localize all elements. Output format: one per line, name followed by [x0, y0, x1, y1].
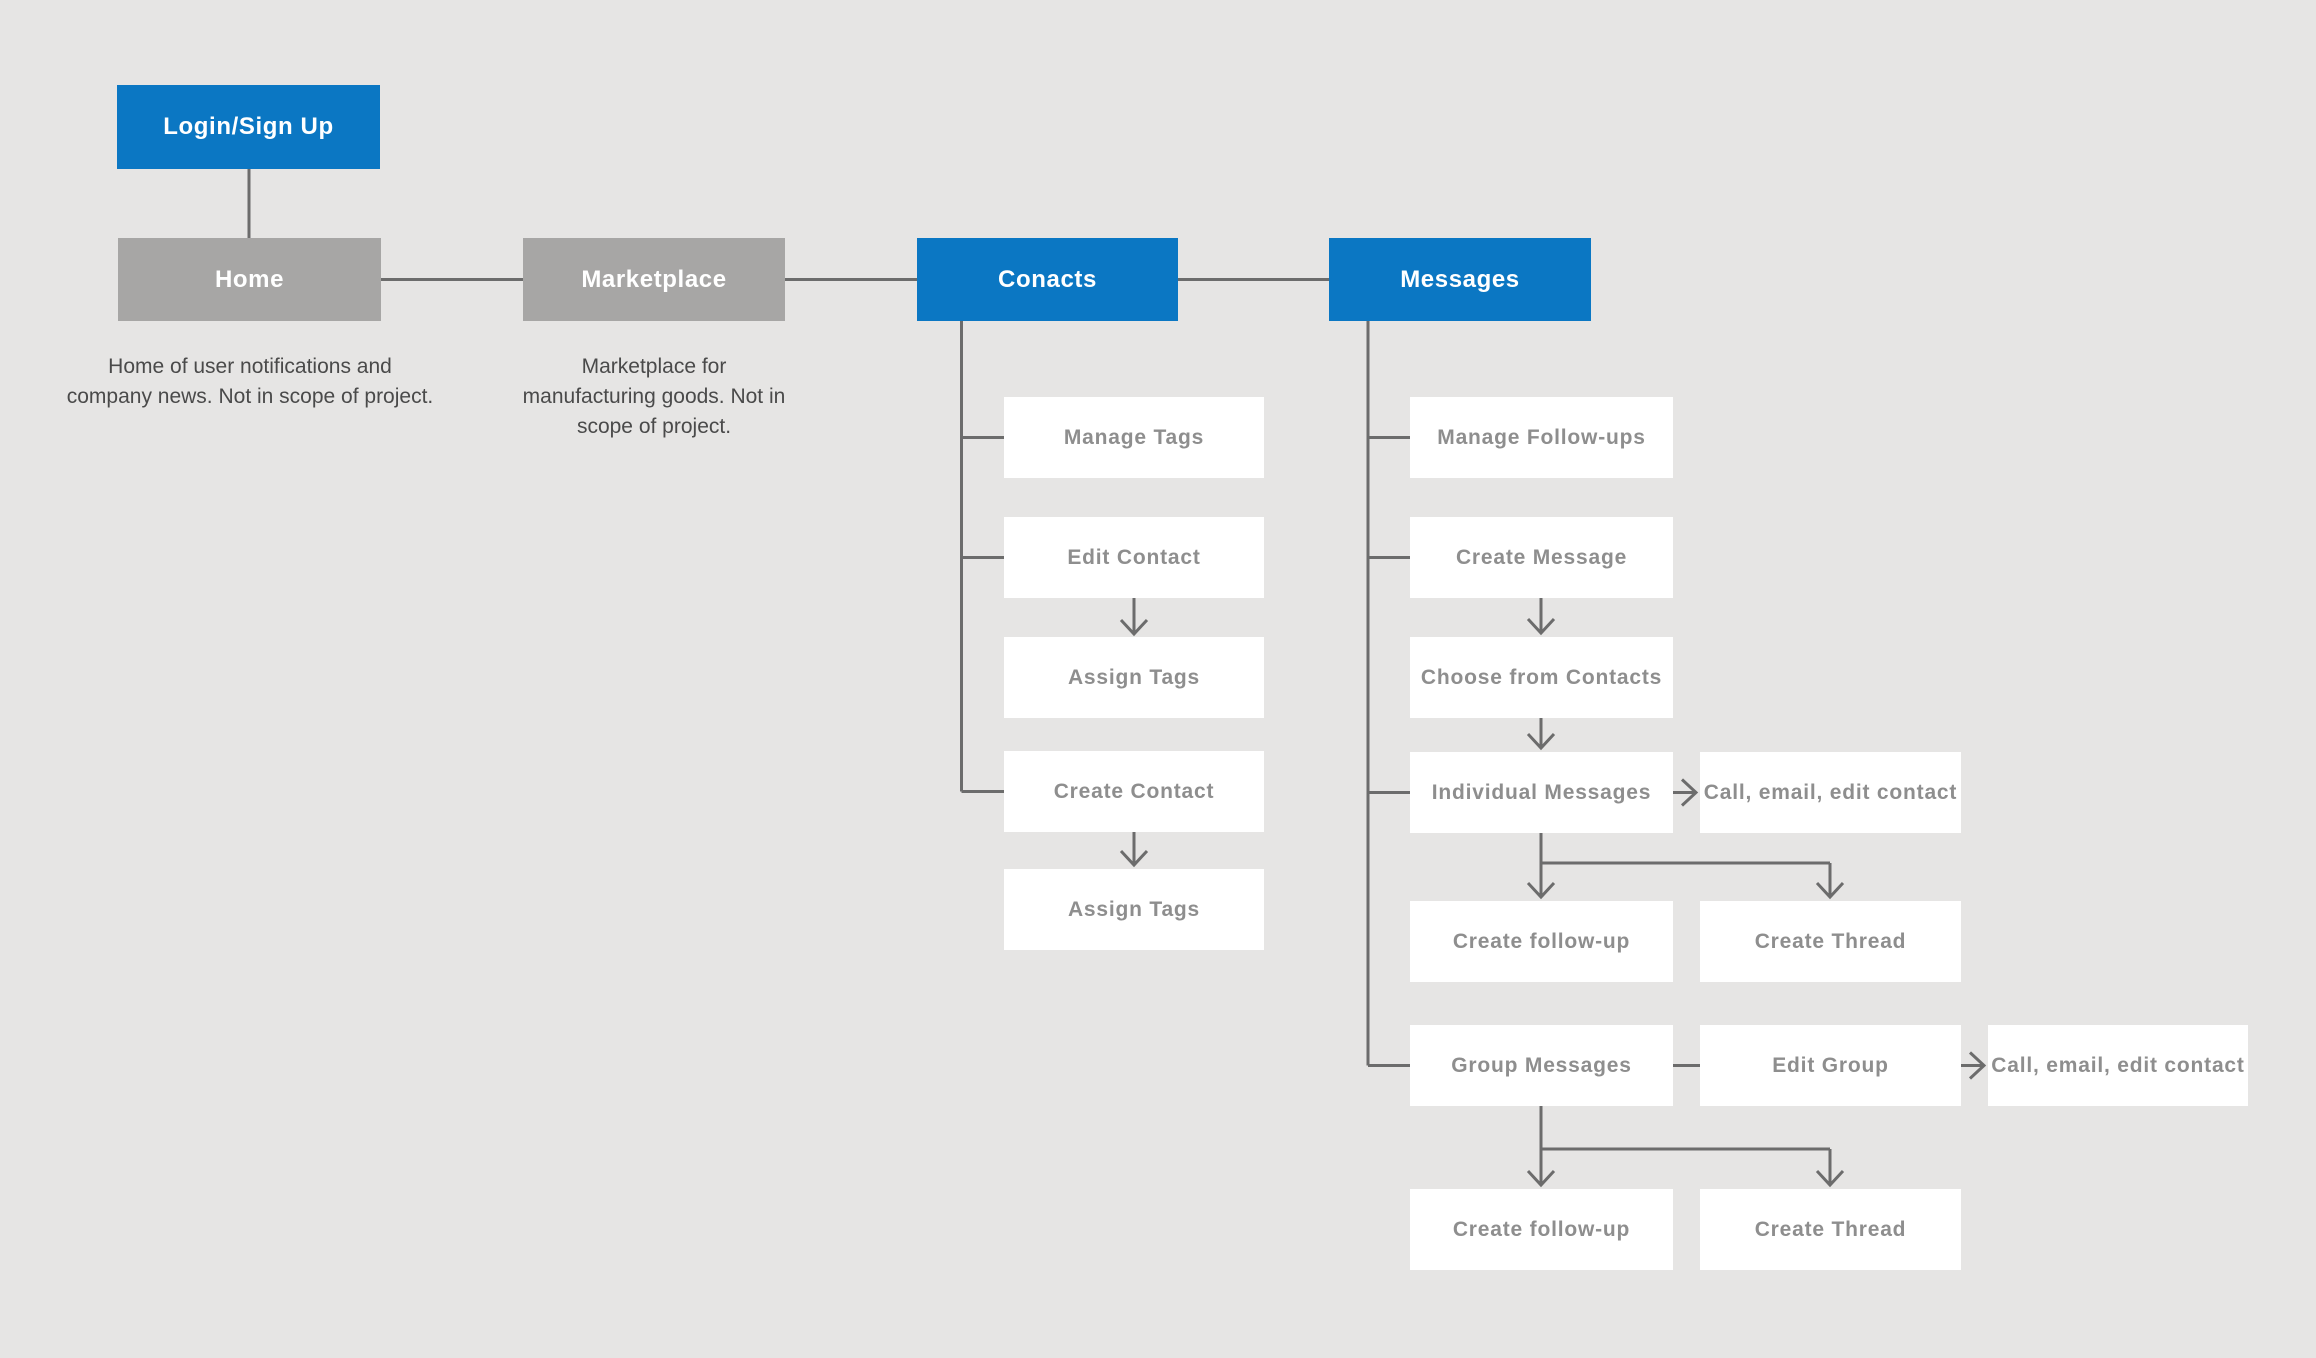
edge-edit-group-call-email-arrow	[1961, 1051, 1987, 1080]
node-assign-tags-2-label: Assign Tags	[1067, 897, 1201, 921]
edge-create-contact-assign-tags-arrow	[1119, 832, 1149, 868]
node-marketplace: Marketplace	[523, 238, 785, 321]
node-create-message-label: Create Message	[1455, 545, 1628, 569]
node-choose-from-contacts: Choose from Contacts	[1410, 637, 1673, 718]
node-messages-label: Messages	[1400, 265, 1520, 293]
node-home: Home	[118, 238, 381, 321]
edge-individual-branch-arrows	[1526, 833, 1845, 900]
node-create-thread-1-label: Create Thread	[1754, 929, 1907, 953]
node-edit-contact-label: Edit Contact	[1067, 545, 1201, 569]
edge-group-branch-arrows	[1526, 1106, 1845, 1188]
node-assign-tags-1-label: Assign Tags	[1067, 665, 1201, 689]
node-create-contact: Create Contact	[1004, 751, 1264, 832]
node-create-followup-2-label: Create follow-up	[1452, 1217, 1631, 1241]
node-login-signup-label: Login/Sign Up	[163, 113, 334, 140]
marketplace-description-line2: manufacturing goods. Not in	[522, 385, 786, 408]
node-create-thread-1: Create Thread	[1700, 901, 1961, 982]
node-home-label: Home	[214, 265, 285, 293]
node-call-email-edit-contact-1-label: Call, email, edit contact	[1703, 780, 1958, 804]
marketplace-description-line1: Marketplace for	[581, 355, 727, 378]
edge-individual-call-email-arrow	[1673, 778, 1699, 807]
marketplace-description: Marketplace for manufacturing goods. Not…	[454, 352, 854, 442]
node-edit-group: Edit Group	[1700, 1025, 1961, 1106]
node-manage-followups-label: Manage Follow-ups	[1437, 425, 1646, 449]
node-create-followup-1-label: Create follow-up	[1452, 929, 1631, 953]
node-choose-from-contacts-label: Choose from Contacts	[1420, 665, 1663, 689]
node-individual-messages: Individual Messages	[1410, 752, 1673, 833]
node-create-followup-2: Create follow-up	[1410, 1189, 1673, 1270]
node-call-email-edit-contact-1: Call, email, edit contact	[1700, 752, 1961, 833]
edge-edit-contact-assign-tags-arrow	[1119, 598, 1149, 637]
node-create-message: Create Message	[1410, 517, 1673, 598]
node-manage-followups: Manage Follow-ups	[1410, 397, 1673, 478]
node-create-contact-label: Create Contact	[1053, 779, 1215, 803]
node-edit-group-label: Edit Group	[1772, 1053, 1889, 1077]
home-description-line2: company news. Not in scope of project.	[66, 385, 434, 408]
node-call-email-edit-contact-2-label: Call, email, edit contact	[1991, 1053, 2245, 1077]
marketplace-description-line3: scope of project.	[576, 415, 732, 438]
node-call-email-edit-contact-2: Call, email, edit contact	[1988, 1025, 2248, 1106]
node-login-signup: Login/Sign Up	[117, 85, 380, 169]
node-contacts-label: Conacts	[998, 265, 1097, 293]
edge-contacts-trunk	[960, 321, 1004, 793]
edge-messages-trunk	[1366, 321, 1410, 1067]
home-description-line1: Home of user notifications and	[108, 355, 392, 378]
node-assign-tags-2: Assign Tags	[1004, 869, 1264, 950]
node-messages: Messages	[1329, 238, 1591, 321]
edge-choose-individual-arrow	[1526, 718, 1556, 751]
node-individual-messages-label: Individual Messages	[1431, 780, 1652, 804]
node-create-thread-2-label: Create Thread	[1754, 1217, 1907, 1241]
edge-create-message-choose-arrow	[1526, 598, 1556, 636]
home-description: Home of user notifications and company n…	[4, 352, 496, 412]
node-manage-tags: Manage Tags	[1004, 397, 1264, 478]
node-contacts: Conacts	[917, 238, 1178, 321]
node-create-thread-2: Create Thread	[1700, 1189, 1961, 1270]
node-group-messages: Group Messages	[1410, 1025, 1673, 1106]
node-assign-tags-1: Assign Tags	[1004, 637, 1264, 718]
node-marketplace-label: Marketplace	[581, 265, 727, 293]
node-group-messages-label: Group Messages	[1451, 1053, 1632, 1077]
node-manage-tags-label: Manage Tags	[1063, 425, 1205, 449]
node-create-followup-1: Create follow-up	[1410, 901, 1673, 982]
node-edit-contact: Edit Contact	[1004, 517, 1264, 598]
